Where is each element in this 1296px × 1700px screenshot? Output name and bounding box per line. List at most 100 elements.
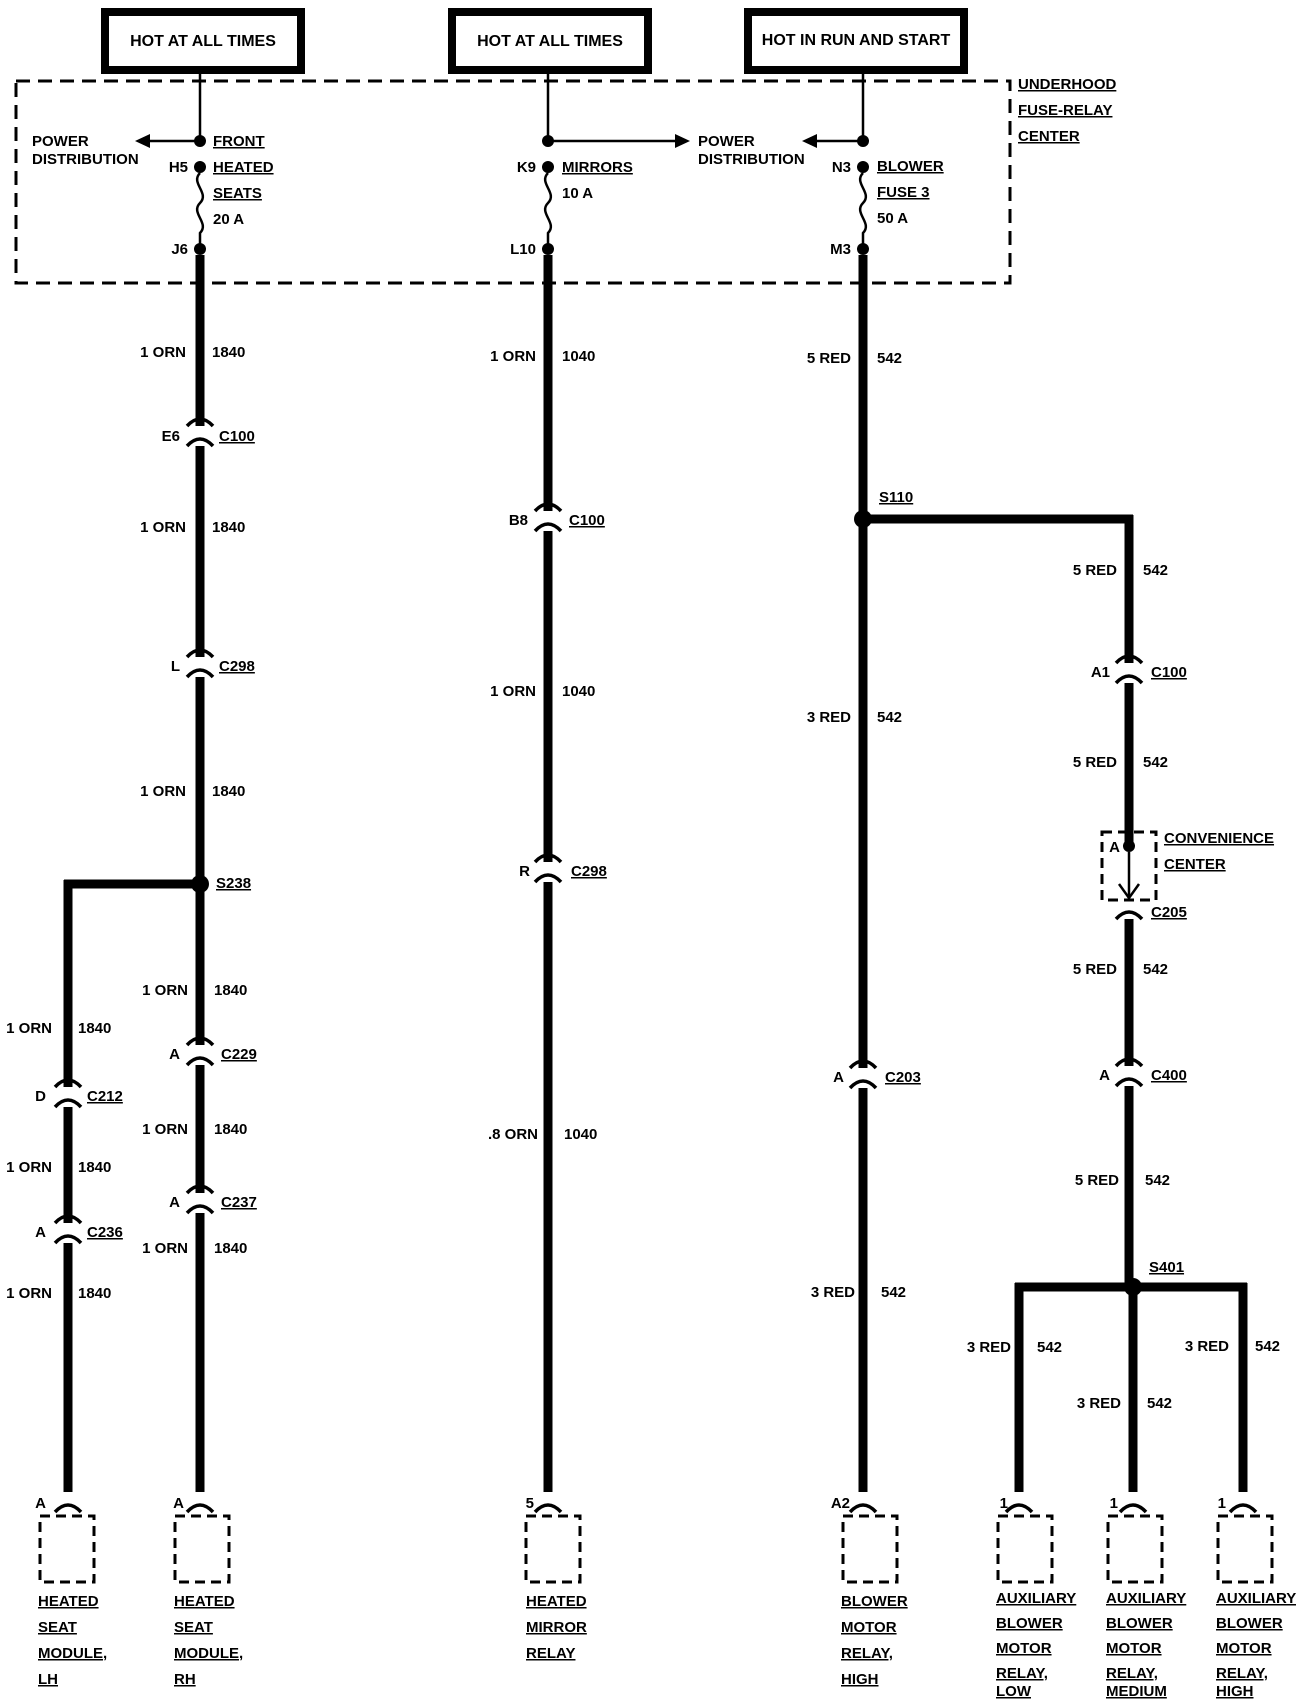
- splice-label: S401: [1149, 1259, 1184, 1276]
- connector-c203-a: A C203: [833, 1059, 921, 1090]
- load-label-line: MOTOR: [1216, 1640, 1272, 1657]
- connector-c298-r: R C298: [519, 853, 607, 884]
- power-distribution-label-left-1: POWER: [32, 133, 89, 150]
- power-source-3-label: HOT IN RUN AND START: [762, 32, 951, 49]
- fuse-seats-in-pin: H5: [169, 159, 188, 176]
- load-label-line: RELAY,: [841, 1645, 893, 1662]
- connector-c212-d: D C212: [35, 1078, 123, 1109]
- wire-label-spec: 1 ORN: [142, 1121, 188, 1138]
- connector-pin: A: [1109, 839, 1120, 856]
- connector-name: C229: [221, 1046, 257, 1063]
- fuse-seats-out-pin: J6: [171, 241, 188, 258]
- fuse-seats-label-2: HEATED: [213, 159, 274, 176]
- convenience-center: A C205 CONVENIENCE CENTER: [1100, 830, 1274, 921]
- load-label-line: LOW: [996, 1683, 1032, 1700]
- connector-c100-b8: B8 C100: [509, 502, 605, 533]
- wire-label-spec: 3 RED: [1077, 1395, 1121, 1412]
- connector-name: C236: [87, 1224, 123, 1241]
- connector-pin: R: [519, 863, 530, 880]
- connector-c229-a: A C229: [169, 1036, 257, 1067]
- connector-c298-l: L C298: [171, 648, 255, 679]
- connector-name: C298: [571, 863, 607, 880]
- wire-label-circuit: 1840: [78, 1159, 111, 1176]
- wire-label-spec: 5 RED: [1073, 562, 1117, 579]
- load-pin: 1: [1110, 1495, 1118, 1512]
- load-label-line: HEATED: [174, 1593, 235, 1610]
- fuse-blower-in-pin: N3: [832, 159, 851, 176]
- wire-label-circuit: 1040: [562, 683, 595, 700]
- power-source-2-label: HOT AT ALL TIMES: [477, 33, 623, 50]
- wire-label-spec: 3 RED: [1185, 1338, 1229, 1355]
- wire-label-circuit: 1840: [212, 519, 245, 536]
- connector-name: C100: [1151, 664, 1187, 681]
- load-label-line: AUXILIARY: [996, 1590, 1076, 1607]
- load-blower-motor-relay-high: A2 BLOWER MOTOR RELAY, HIGH: [831, 1495, 908, 1688]
- fuse-blower-rating: 50 A: [877, 210, 908, 227]
- load-label-line: BLOWER: [1106, 1615, 1173, 1632]
- load-pin: 1: [1218, 1495, 1226, 1512]
- connector-pin: A: [169, 1046, 180, 1063]
- fuse-seats-rating: 20 A: [213, 211, 244, 228]
- connector-name: C205: [1151, 904, 1187, 921]
- wire-label-circuit: 542: [1255, 1338, 1280, 1355]
- load-pin: 5: [526, 1495, 534, 1512]
- connector-name: C100: [569, 512, 605, 529]
- load-label-line: MOTOR: [1106, 1640, 1162, 1657]
- load-aux-blower-motor-relay-low: 1 AUXILIARY BLOWER MOTOR RELAY, LOW: [996, 1495, 1076, 1700]
- fuse-mirrors-label-1: MIRRORS: [562, 159, 633, 176]
- power-distribution-label-left-2: DISTRIBUTION: [32, 151, 139, 168]
- power-distribution-arrow-right: [802, 134, 863, 148]
- power-distribution-label-center-2: DISTRIBUTION: [698, 151, 805, 168]
- load-label-line: HEATED: [38, 1593, 99, 1610]
- fuse-block-label-line2: FUSE-RELAY: [1018, 102, 1112, 119]
- wire-label-circuit: 542: [1147, 1395, 1172, 1412]
- load-aux-blower-motor-relay-high: 1 AUXILIARY BLOWER MOTOR RELAY, HIGH: [1216, 1495, 1296, 1700]
- load-label-line: AUXILIARY: [1106, 1590, 1186, 1607]
- fuse-mirrors-in-pin: K9: [517, 159, 536, 176]
- wire-label-spec: 1 ORN: [140, 519, 186, 536]
- wire-label-circuit: 542: [1143, 562, 1168, 579]
- load-label-line: BLOWER: [996, 1615, 1063, 1632]
- load-label-line: RELAY,: [1106, 1665, 1158, 1682]
- wire-label-spec: 1 ORN: [490, 683, 536, 700]
- load-aux-blower-motor-relay-medium: 1 AUXILIARY BLOWER MOTOR RELAY, MEDIUM: [1106, 1495, 1186, 1700]
- connector-c400-a: A C400: [1099, 1057, 1187, 1088]
- connector-pin: A: [833, 1069, 844, 1086]
- wire-label-spec: 5 RED: [1073, 961, 1117, 978]
- load-label-line: BLOWER: [841, 1593, 908, 1610]
- wire-label-spec: 1 ORN: [140, 344, 186, 361]
- load-label-line: RELAY,: [996, 1665, 1048, 1682]
- load-pin: A: [35, 1495, 46, 1512]
- splice-label: S110: [879, 489, 913, 506]
- power-source-3: HOT IN RUN AND START: [744, 8, 968, 74]
- wire-label-circuit: 1840: [214, 982, 247, 999]
- power-source-2: HOT AT ALL TIMES: [448, 8, 652, 74]
- fuse-blower-out-pin: M3: [830, 241, 851, 258]
- fuse-block-label-line3: CENTER: [1018, 128, 1080, 145]
- load-label-line: HEATED: [526, 1593, 587, 1610]
- connector-pin: A: [1099, 1067, 1110, 1084]
- load-label-line: HIGH: [841, 1671, 879, 1688]
- load-label-line: LH: [38, 1671, 58, 1688]
- circuit-1840-wires: [63, 255, 205, 1492]
- wire-label-spec: 1 ORN: [490, 348, 536, 365]
- connector-name: C203: [885, 1069, 921, 1086]
- wire-label-spec: 1 ORN: [142, 1240, 188, 1257]
- connector-name: C100: [219, 428, 255, 445]
- wire-label-circuit: 1040: [562, 348, 595, 365]
- load-label-line: MEDIUM: [1106, 1683, 1167, 1700]
- wire-label-circuit: 542: [877, 709, 902, 726]
- wire-label-spec: 1 ORN: [140, 783, 186, 800]
- connector-pin: L: [171, 658, 180, 675]
- power-source-1-label: HOT AT ALL TIMES: [130, 33, 276, 50]
- connector-pin: A: [169, 1194, 180, 1211]
- convenience-center-label-1: CONVENIENCE: [1164, 830, 1274, 847]
- wire-label-spec: 5 RED: [807, 350, 851, 367]
- wire-label-spec: 1 ORN: [6, 1020, 52, 1037]
- load-pin: A2: [831, 1495, 850, 1512]
- fuse-blower-label-2: FUSE 3: [877, 184, 930, 201]
- wire-label-spec: 3 RED: [967, 1339, 1011, 1356]
- wire-label-spec: 5 RED: [1075, 1172, 1119, 1189]
- wire-label-spec: 5 RED: [1073, 754, 1117, 771]
- load-label-line: HIGH: [1216, 1683, 1254, 1700]
